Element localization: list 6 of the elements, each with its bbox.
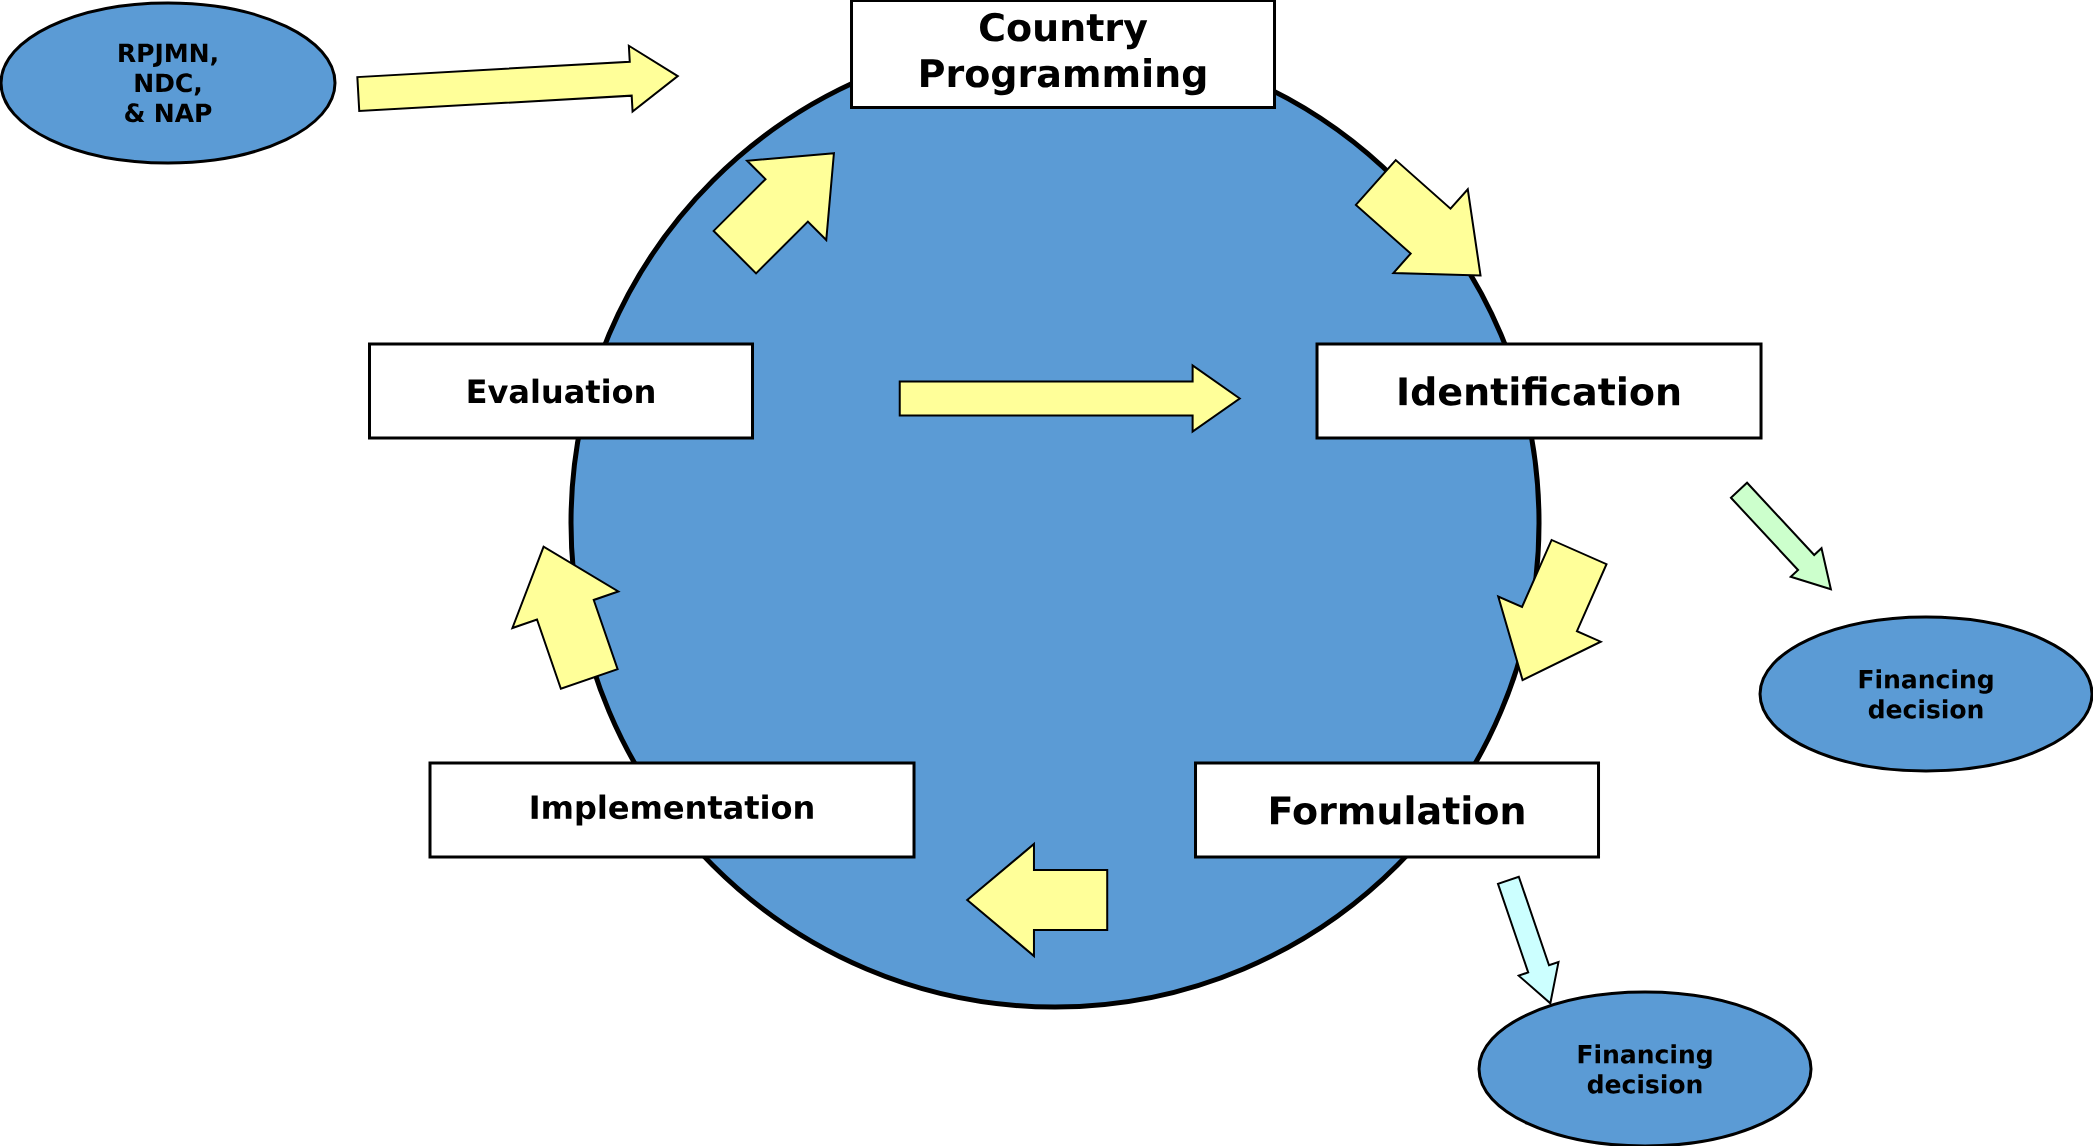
block-arrow — [1354, 158, 1482, 277]
stage-box: Identification — [1315, 342, 1763, 440]
stage-box: Formulation — [1194, 761, 1600, 859]
stage-box: Evaluation — [368, 342, 754, 440]
stage-box: Implementation — [428, 761, 916, 859]
stage-box: Country Programming — [850, 0, 1276, 109]
